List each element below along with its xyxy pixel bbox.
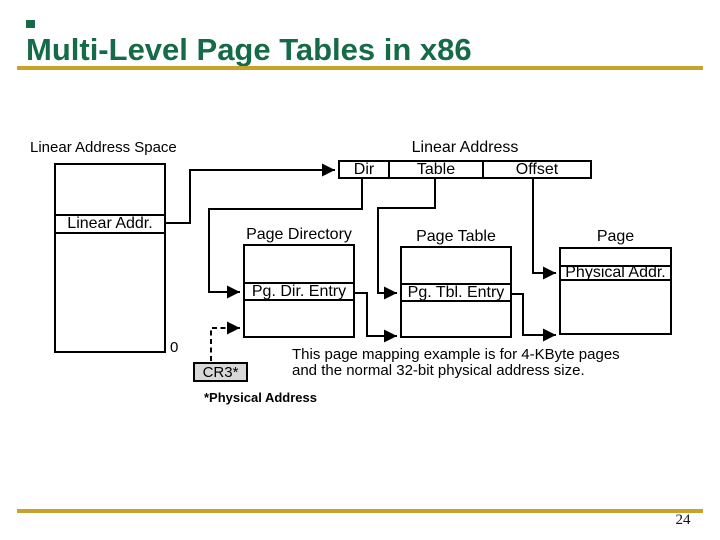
zero-label: 0: [170, 339, 179, 356]
page-number: 24: [675, 512, 691, 528]
linear-address-label: Linear Address: [411, 139, 519, 156]
offset-field: Offset: [482, 162, 590, 178]
page-label: Page: [596, 228, 635, 245]
physical-addr-row: Physical Addr.: [561, 264, 670, 281]
caption-line-1: This page mapping example is for 4-KByte…: [292, 346, 620, 363]
footer-rule: [17, 509, 703, 513]
linear-addr-row: Linear Addr.: [56, 214, 164, 234]
arrow-offset-to-physical-addr: [532, 179, 556, 280]
table-field: Table: [388, 162, 482, 178]
arrow-cr3-to-page-directory: [210, 321, 240, 361]
arrow-pg-dir-entry-to-page-table: [355, 292, 397, 343]
page-box: Physical Addr.: [559, 247, 672, 335]
title-bullet-square: [26, 20, 35, 28]
caption: This page mapping example is for 4-KByte…: [292, 347, 620, 378]
page-directory-box: Pg. Dir. Entry: [243, 244, 355, 338]
linear-address-box: Dir Table Offset: [338, 160, 592, 179]
linear-address-space-label: Linear Address Space: [30, 139, 177, 156]
dir-field: Dir: [353, 161, 375, 178]
linear-address-space-box: Linear Addr.: [54, 163, 166, 353]
pg-tbl-entry-row: Pg. Tbl. Entry: [402, 283, 510, 302]
pg-dir-entry-row: Pg. Dir. Entry: [245, 282, 353, 301]
cr3-box: CR3*: [193, 362, 248, 382]
caption-line-2: and the normal 32-bit physical address s…: [292, 361, 585, 379]
cr3-label: CR3*: [202, 363, 239, 381]
arrow-pg-tbl-entry-to-page: [512, 293, 556, 342]
page-directory-label: Page Directory: [246, 226, 352, 243]
arrow-linear-addr-to-dir: [166, 163, 335, 224]
physical-address-footnote: *Physical Address: [204, 390, 317, 405]
title-divider-rule: [17, 66, 703, 70]
slide-title: Multi-Level Page Tables in x86: [26, 32, 472, 67]
page-table-box: Pg. Tbl. Entry: [400, 246, 512, 338]
page-table-label: Page Table: [416, 228, 496, 245]
